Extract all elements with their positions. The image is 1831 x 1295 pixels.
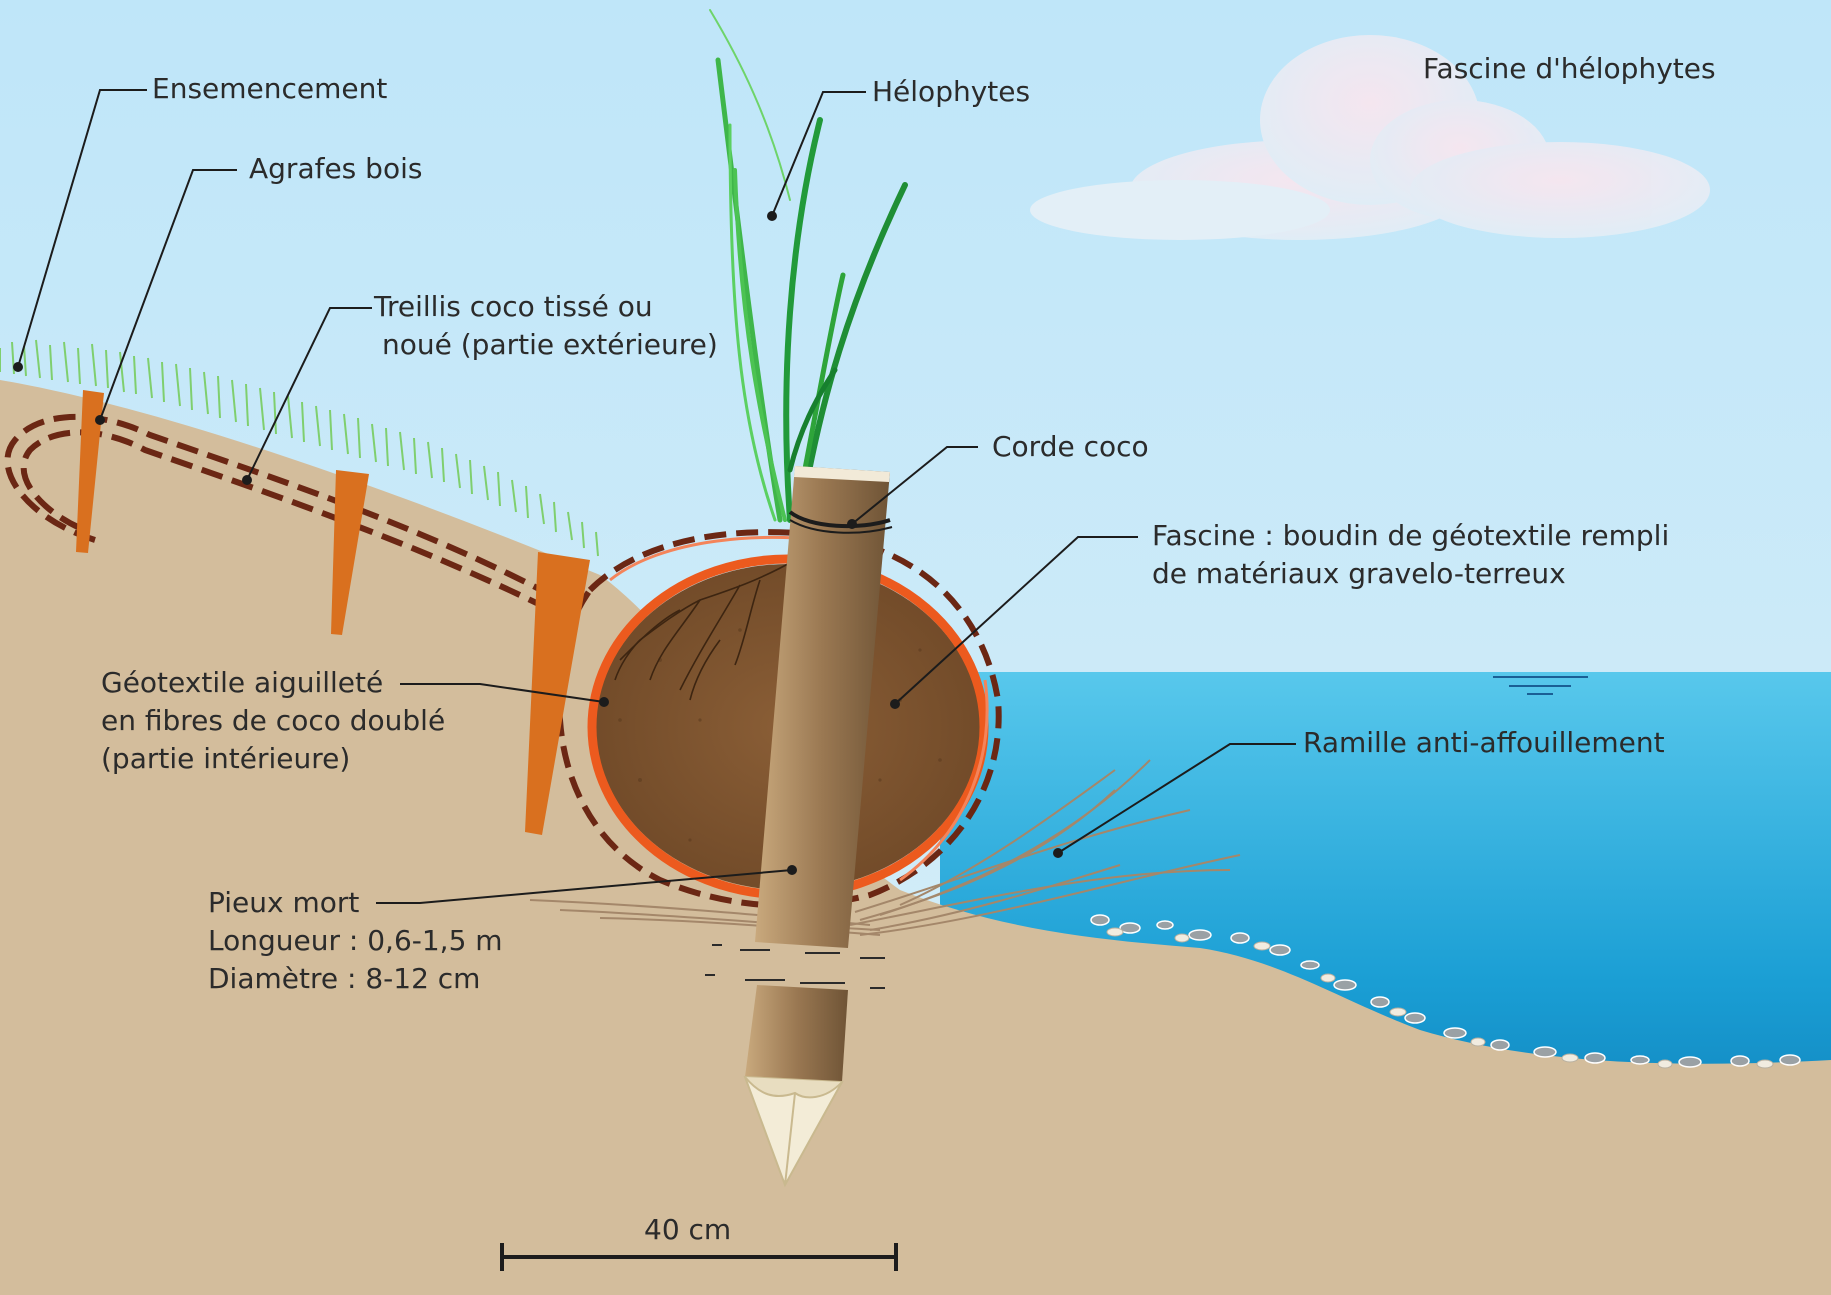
label-helophytes: Hélophytes [872,75,1031,108]
label-fascine-line-2: de matériaux gravelo-terreux [1152,557,1566,590]
label-pieux-line-3: Diamètre : 8-12 cm [208,962,481,995]
stake [743,466,890,1188]
label-geotextile-line-3: (partie intérieure) [101,742,351,775]
label-pieux-line-2: Longueur : 0,6-1,5 m [208,924,503,957]
label-ensemencement: Ensemencement [152,72,388,105]
label-corde-coco: Corde coco [992,430,1149,463]
label-treillis-line-1: Treillis coco tissé ou [374,290,653,323]
label-ramille: Ramille anti-affouillement [1303,726,1665,759]
label-pieux-line-1: Pieux mort [208,886,360,919]
label-agrafes-bois: Agrafes bois [249,152,423,185]
label-geotextile-line-2: en fibres de coco doublé [101,704,446,737]
label-fascine-line-1: Fascine : boudin de géotextile rempli [1152,519,1670,552]
scale-bar-label: 40 cm [644,1213,732,1246]
water-level-icon [1493,676,1588,695]
diagram-title: Fascine d'hélophytes [1423,52,1716,85]
label-treillis-coco: Treillis coco tissé ou noué (partie exté… [374,288,718,364]
label-treillis-line-2: noué (partie extérieure) [382,328,718,361]
label-geotextile-line-1: Géotextile aiguilleté [101,666,384,699]
label-pieux-mort: Pieux mort Longueur : 0,6-1,5 m Diamètre… [208,884,503,998]
label-geotextile: Géotextile aiguilleté en fibres de coco … [101,664,445,778]
scale-bar [500,1243,898,1271]
cloud-icon [1030,35,1710,240]
label-fascine: Fascine : boudin de géotextile rempli de… [1152,517,1669,593]
